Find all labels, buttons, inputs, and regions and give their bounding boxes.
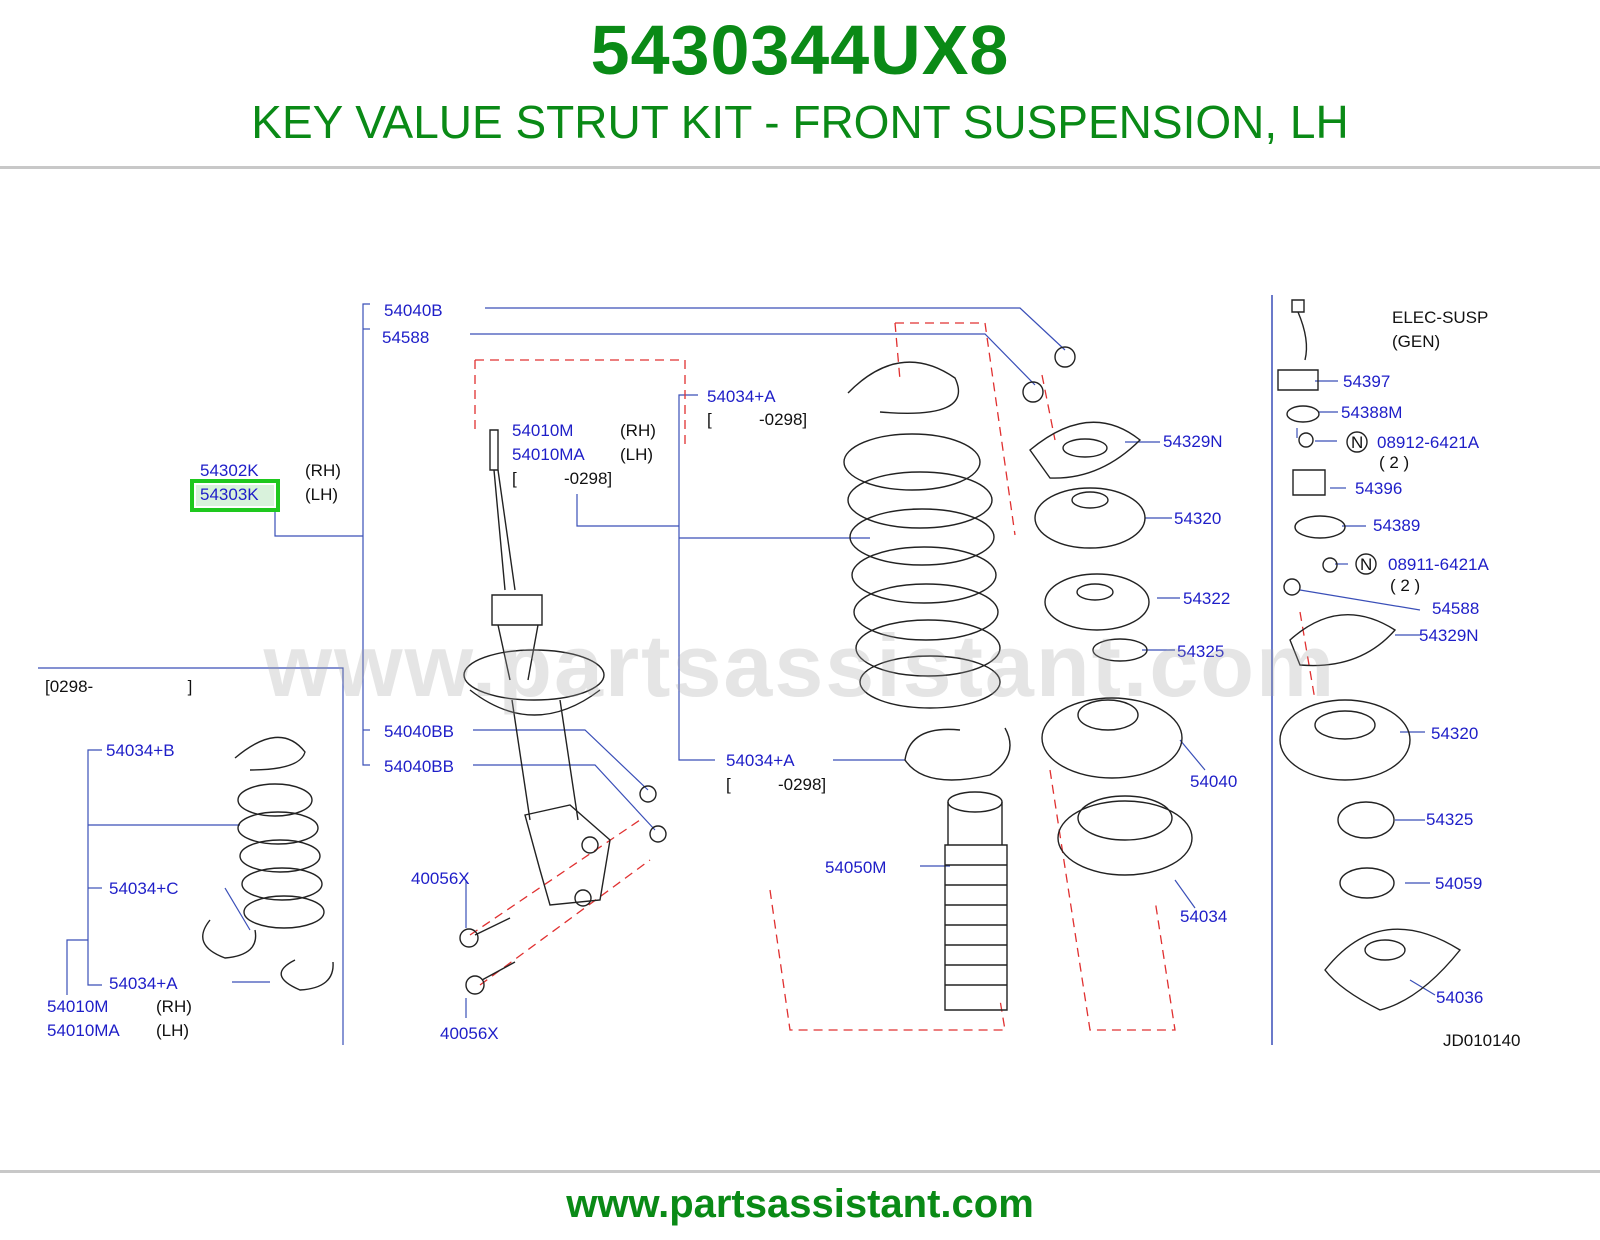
date-range-label: [ -0298] (707, 410, 807, 429)
side-label-rh: (RH) (620, 421, 656, 440)
part-label-08912-6421A[interactable]: 08912-6421A (1377, 433, 1480, 452)
part-label-54329N[interactable]: 54329N (1163, 432, 1223, 451)
part-label-54329N[interactable]: 54329N (1419, 626, 1479, 645)
elec-susp-parts-drawing (1277, 299, 1462, 1011)
watermark: www.partsassistant.com (263, 616, 1337, 715)
mount-stack-drawing (1022, 346, 1193, 876)
quantity-label: ( 2 ) (1390, 576, 1420, 595)
part-label-54034-a[interactable]: 54034+A (726, 751, 795, 770)
parts-diagram: 54040B 54588 54302K (RH) 54303K (LH) 540… (38, 295, 1521, 1050)
part-label-54034-a[interactable]: 54034+A (707, 387, 776, 406)
part-labels: 54040B 54588 54302K (RH) 54303K (LH) 540… (45, 301, 1521, 1050)
selected-part-highlight (190, 479, 280, 512)
part-label-54322[interactable]: 54322 (1183, 589, 1230, 608)
part-label-54040BB[interactable]: 54040BB (384, 757, 454, 776)
dust-boot-drawing (944, 791, 1008, 1011)
part-label-54040B[interactable]: 54040B (384, 301, 443, 320)
footer-divider (0, 1170, 1600, 1173)
diagram-id: JD010140 (1443, 1031, 1521, 1050)
part-description-title: KEY VALUE STRUT KIT - FRONT SUSPENSION, … (251, 96, 1349, 148)
part-label-54034-c[interactable]: 54034+C (109, 879, 178, 898)
part-label-54325[interactable]: 54325 (1426, 810, 1473, 829)
part-label-54010M[interactable]: 54010M (47, 997, 108, 1016)
part-label-08911-6421A[interactable]: 08911-6421A (1388, 555, 1489, 574)
coil-spring-drawing (843, 361, 1011, 781)
part-label-54388M[interactable]: 54388M (1341, 403, 1402, 422)
part-label-54588[interactable]: 54588 (1432, 599, 1479, 618)
part-label-54034[interactable]: 54034 (1180, 907, 1227, 926)
n-symbol: N (1360, 555, 1372, 574)
n-symbol: N (1351, 433, 1363, 452)
part-label-54059[interactable]: 54059 (1435, 874, 1482, 893)
part-label-54040[interactable]: 54040 (1190, 772, 1237, 791)
part-label-54050M[interactable]: 54050M (825, 858, 886, 877)
part-label-54396[interactable]: 54396 (1355, 479, 1402, 498)
selected-part-highlight-fill (196, 485, 274, 506)
part-label-54010MA[interactable]: 54010MA (47, 1021, 120, 1040)
part-label-40056X[interactable]: 40056X (440, 1024, 499, 1043)
assembly-dashed-lines (469, 322, 1316, 1031)
part-label-54389[interactable]: 54389 (1373, 516, 1420, 535)
side-label-lh: (LH) (305, 485, 338, 504)
part-label-54010M[interactable]: 54010M (512, 421, 573, 440)
part-label-54034-b[interactable]: 54034+B (106, 741, 175, 760)
side-label-lh: (LH) (620, 445, 653, 464)
section-label-elec-susp: ELEC-SUSP (1392, 308, 1488, 327)
footer-website-link[interactable]: www.partsassistant.com (566, 1182, 1034, 1226)
side-label-lh: (LH) (156, 1021, 189, 1040)
part-label-54397[interactable]: 54397 (1343, 372, 1390, 391)
part-label-54320[interactable]: 54320 (1431, 724, 1478, 743)
left-spring-drawing (202, 736, 334, 991)
side-label-rh: (RH) (305, 461, 341, 480)
part-number-title: 5430344UX8 (590, 11, 1010, 89)
part-label-54302K[interactable]: 54302K (200, 461, 259, 480)
section-label-gen: (GEN) (1392, 332, 1440, 351)
part-label-54040BB[interactable]: 54040BB (384, 722, 454, 741)
part-label-40056X[interactable]: 40056X (411, 869, 470, 888)
page-header: 5430344UX8 KEY VALUE STRUT KIT - FRONT S… (0, 0, 1600, 168)
leader-lines (38, 295, 1436, 1045)
part-label-54325[interactable]: 54325 (1177, 642, 1224, 661)
side-label-rh: (RH) (156, 997, 192, 1016)
part-label-54320[interactable]: 54320 (1174, 509, 1221, 528)
date-range-label: [ -0298] (512, 469, 612, 488)
header-divider (0, 166, 1600, 169)
part-label-54034-a[interactable]: 54034+A (109, 974, 178, 993)
part-label-54303K[interactable]: 54303K (200, 485, 259, 504)
part-label-54588[interactable]: 54588 (382, 328, 429, 347)
date-range-label: [ -0298] (726, 775, 826, 794)
strut-drawing (459, 429, 667, 995)
part-label-54010MA[interactable]: 54010MA (512, 445, 585, 464)
part-label-54036[interactable]: 54036 (1436, 988, 1483, 1007)
date-range-label: [0298- ] (45, 677, 192, 696)
quantity-label: ( 2 ) (1379, 453, 1409, 472)
